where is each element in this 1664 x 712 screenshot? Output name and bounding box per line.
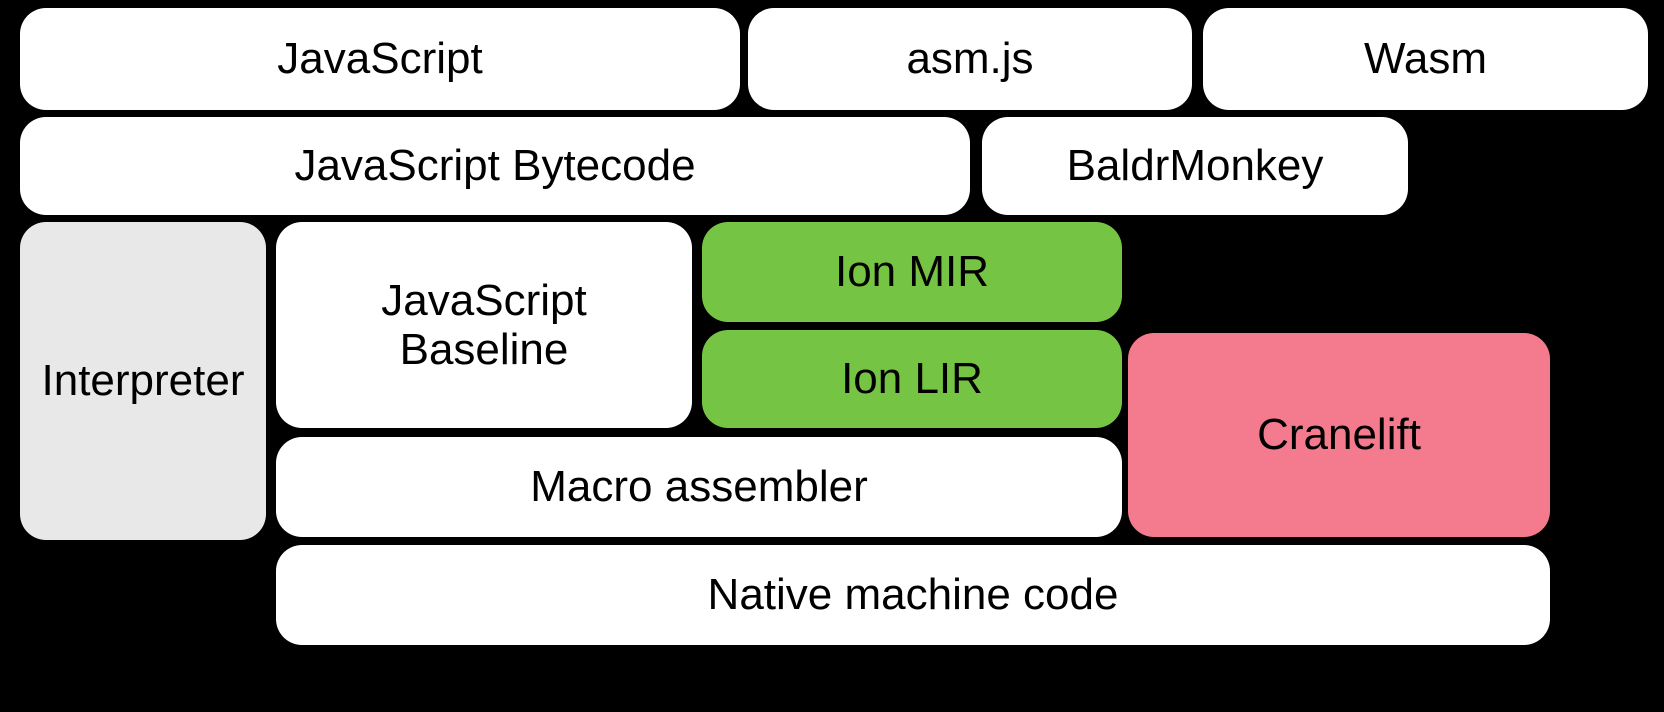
node-wasm[interactable]: Wasm	[1203, 8, 1648, 110]
node-javascript[interactable]: JavaScript	[20, 8, 740, 110]
node-ion-mir[interactable]: Ion MIR	[702, 222, 1122, 322]
node-ion-lir[interactable]: Ion LIR	[702, 330, 1122, 428]
node-native-machine-code[interactable]: Native machine code	[276, 545, 1550, 645]
node-baldrmonkey[interactable]: BaldrMonkey	[982, 117, 1408, 215]
node-macro-assembler[interactable]: Macro assembler	[276, 437, 1122, 537]
node-javascript-bytecode[interactable]: JavaScript Bytecode	[20, 117, 970, 215]
node-javascript-baseline[interactable]: JavaScript Baseline	[276, 222, 692, 428]
node-interpreter[interactable]: Interpreter	[20, 222, 266, 540]
node-asmjs[interactable]: asm.js	[748, 8, 1192, 110]
node-cranelift[interactable]: Cranelift	[1128, 333, 1550, 537]
